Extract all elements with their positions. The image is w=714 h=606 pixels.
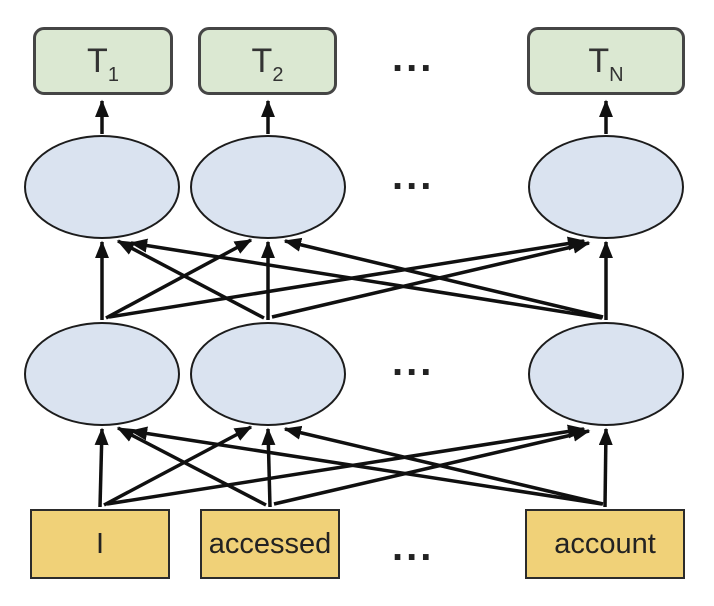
connection-arrow xyxy=(129,426,603,506)
output-node-label: T1 xyxy=(87,41,119,86)
output-node-label: T2 xyxy=(251,41,284,86)
hidden-node-layer1-col2 xyxy=(190,322,346,426)
hidden-node-layer1-col1 xyxy=(24,322,180,426)
output-node-t1: T1 xyxy=(33,27,173,95)
connection-arrow xyxy=(105,238,253,320)
input-token-label: account xyxy=(554,527,656,560)
connection-arrow xyxy=(598,427,613,508)
hidden-node-layer2-col1 xyxy=(24,135,180,239)
input-token-2: accessed xyxy=(200,509,340,579)
connection-arrow xyxy=(261,427,276,508)
connection-arrow xyxy=(116,239,265,320)
input-token-n: account xyxy=(525,509,685,579)
connection-arrow xyxy=(271,239,591,319)
output-node-subscript: N xyxy=(609,63,624,86)
connection-arrow xyxy=(283,237,604,319)
hidden-node-layer2-coln xyxy=(528,135,684,239)
ellipsis-output-row: ... xyxy=(392,36,435,80)
connection-arrow xyxy=(273,427,591,506)
output-node-t2: T2 xyxy=(198,27,337,95)
output-node-label: TN xyxy=(588,41,624,86)
connection-arrow xyxy=(94,427,109,508)
connection-arrow xyxy=(106,424,586,506)
ellipsis-hidden1-row: ... xyxy=(392,340,435,384)
connection-arrow xyxy=(116,426,267,507)
input-token-label: I xyxy=(95,527,105,560)
hidden-node-layer1-coln xyxy=(528,322,684,426)
ellipsis-hidden2-row: ... xyxy=(392,154,435,198)
input-token-1: I xyxy=(30,509,170,579)
input-token-label: accessed xyxy=(208,527,332,560)
output-node-subscript: 1 xyxy=(107,63,119,86)
output-node-tn: TN xyxy=(527,27,685,95)
connection-arrow xyxy=(103,425,253,507)
connection-arrow xyxy=(129,238,603,320)
hidden-node-layer2-col2 xyxy=(190,135,346,239)
ellipsis-input-row: ... xyxy=(392,525,435,569)
connection-arrow xyxy=(283,425,604,506)
output-node-subscript: 2 xyxy=(272,63,284,86)
